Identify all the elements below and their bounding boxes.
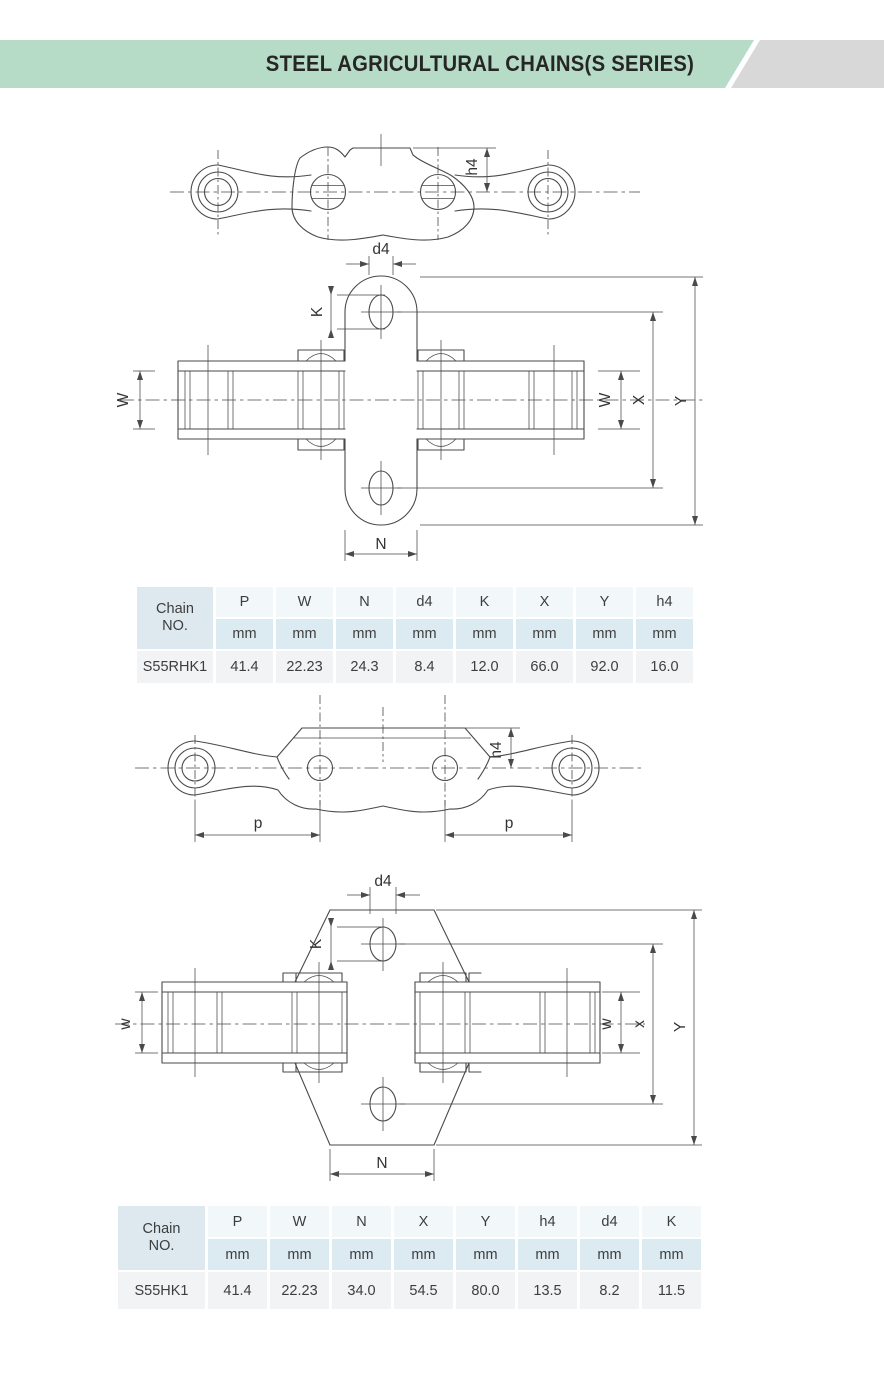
t1-col-header-y: Y — [576, 587, 633, 617]
t2-col-header-y: Y — [456, 1206, 515, 1237]
t1-value-p: 41.4 — [216, 651, 273, 683]
t1-col-header-k: K — [456, 587, 513, 617]
t1-col-header-h4: h4 — [636, 587, 693, 617]
dim-label-y: Y — [673, 396, 690, 406]
t2-value-y: 80.0 — [456, 1272, 515, 1309]
banner-green-band — [0, 40, 754, 88]
t1-value-h4: 16.0 — [636, 651, 693, 683]
drawing-side-view-hk1: h4 p p — [135, 695, 645, 842]
t1-unit-cell: mm — [516, 619, 573, 649]
dim-label-w-right: w — [598, 1018, 615, 1031]
t1-col-header-n: N — [336, 587, 393, 617]
t2-chain-no-value: S55HK1 — [118, 1272, 205, 1309]
t1-col-header-d4: d4 — [396, 587, 453, 617]
dim-label-p-right: p — [505, 815, 514, 832]
dim-label-d4: d4 — [372, 241, 390, 258]
t1-col-header-x: X — [516, 587, 573, 617]
t2-value-n: 34.0 — [332, 1272, 391, 1309]
t1-unit-cell: mm — [576, 619, 633, 649]
t2-unit-cell: mm — [580, 1239, 639, 1270]
t2-value-h4: 13.5 — [518, 1272, 577, 1309]
spec-table-hk1: Chain NO. P W N X Y h4 d4 K mm mm mm mm … — [118, 1206, 701, 1309]
dim-label-x: x — [631, 1020, 648, 1028]
dim-label-n: N — [375, 536, 386, 553]
dim-label-p-left: p — [254, 815, 263, 832]
t2-chain-no-header: Chain NO. — [118, 1206, 205, 1270]
t2-unit-cell: mm — [642, 1239, 701, 1270]
t1-chain-no-header: Chain NO. — [137, 587, 213, 649]
t2-col-header-p: P — [208, 1206, 267, 1237]
t1-col-header-p: P — [216, 587, 273, 617]
t1-chain-no-value: S55RHK1 — [137, 651, 213, 683]
t1-value-y: 92.0 — [576, 651, 633, 683]
dim-label-k: K — [308, 938, 325, 949]
t2-unit-cell: mm — [394, 1239, 453, 1270]
spec-table-rhk1: Chain NO. P W N d4 K X Y h4 mm mm mm mm … — [137, 587, 693, 683]
dim-label-y: Y — [672, 1022, 689, 1032]
t2-col-header-x: X — [394, 1206, 453, 1237]
t1-unit-cell: mm — [396, 619, 453, 649]
dim-label-n: N — [376, 1155, 387, 1172]
t2-col-header-h4: h4 — [518, 1206, 577, 1237]
dim-label-w-left: W — [115, 392, 132, 407]
t1-unit-cell: mm — [216, 619, 273, 649]
t1-value-n: 24.3 — [336, 651, 393, 683]
t2-unit-cell: mm — [208, 1239, 267, 1270]
dim-label-k: K — [309, 306, 326, 317]
t2-value-d4: 8.2 — [580, 1272, 639, 1309]
t1-unit-cell: mm — [636, 619, 693, 649]
t2-col-header-k: K — [642, 1206, 701, 1237]
t2-unit-cell: mm — [270, 1239, 329, 1270]
dim-label-h4: h4 — [464, 158, 481, 176]
t1-unit-cell: mm — [456, 619, 513, 649]
t2-value-p: 41.4 — [208, 1272, 267, 1309]
t2-unit-cell: mm — [456, 1239, 515, 1270]
t1-col-header-w: W — [276, 587, 333, 617]
drawing-plan-view-hk1: d4 K w w x Y — [115, 873, 702, 1181]
t2-value-k: 11.5 — [642, 1272, 701, 1309]
dim-label-w-left: w — [117, 1018, 134, 1031]
dim-label-x: X — [631, 394, 648, 405]
t1-value-k: 12.0 — [456, 651, 513, 683]
t1-unit-cell: mm — [336, 619, 393, 649]
t2-col-header-w: W — [270, 1206, 329, 1237]
t2-value-w: 22.23 — [270, 1272, 329, 1309]
page-title: STEEL AGRICULTURAL CHAINS(S SERIES) — [265, 51, 695, 76]
dim-label-h4: h4 — [488, 741, 505, 759]
t2-value-x: 54.5 — [394, 1272, 453, 1309]
t2-col-header-d4: d4 — [580, 1206, 639, 1237]
t1-unit-cell: mm — [276, 619, 333, 649]
dim-label-d4: d4 — [374, 873, 392, 890]
banner-gray-band — [731, 40, 884, 88]
drawing-side-view-rhk1: h4 — [170, 134, 640, 241]
t1-value-w: 22.23 — [276, 651, 333, 683]
drawing-plan-view-rhk1: d4 K W W X Y — [115, 241, 705, 561]
t1-value-d4: 8.4 — [396, 651, 453, 683]
t1-value-x: 66.0 — [516, 651, 573, 683]
t2-col-header-n: N — [332, 1206, 391, 1237]
t2-unit-cell: mm — [332, 1239, 391, 1270]
t2-unit-cell: mm — [518, 1239, 577, 1270]
dim-label-w-right: W — [597, 392, 614, 407]
